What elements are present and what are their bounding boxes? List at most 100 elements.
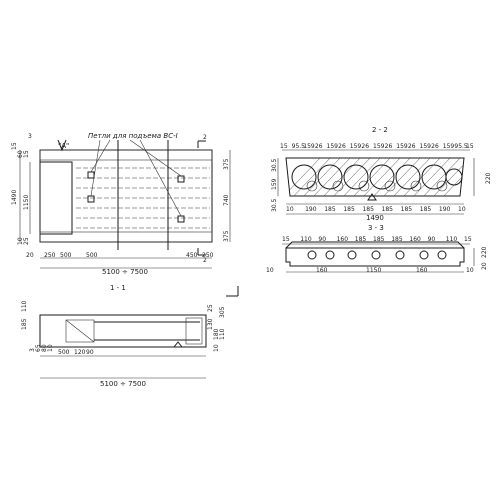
- s22-top-dim: 26: [408, 143, 416, 150]
- plan-length: 5100 ÷ 7500: [102, 268, 148, 276]
- s11-right-dim: 305: [219, 306, 226, 318]
- dim-left-total: 1490: [11, 190, 18, 205]
- s22-top-dim: 26: [361, 143, 369, 150]
- s22-top-dim: 15: [466, 143, 474, 150]
- hole: [307, 250, 317, 260]
- section-3-3-title: 3 - 3: [368, 224, 384, 232]
- s22-voids: [291, 164, 463, 192]
- dim-bottom: 500: [86, 252, 98, 259]
- void-circle: [445, 168, 463, 186]
- s33-right-dim: 20: [481, 262, 488, 270]
- s11-left-bottom-dim: 65: [35, 344, 42, 352]
- inner-ring: [358, 180, 370, 192]
- section-1-1-diag: [65, 319, 95, 343]
- dim-left-top-3: 15: [11, 142, 18, 150]
- s33-top-dim: 185: [391, 236, 403, 243]
- dim-right-3: 375: [223, 230, 230, 242]
- inner-ring: [384, 180, 396, 192]
- s22-bottom-dim: 10: [286, 206, 294, 213]
- plan-top-strip: [39, 149, 213, 161]
- s22-top-dim: 159: [420, 143, 432, 150]
- s11-bottom-dim: 90: [86, 349, 94, 356]
- s22-left-dim: 30.5: [271, 158, 278, 172]
- void-circle: [395, 164, 421, 190]
- s22-bottom-dim: 185: [401, 206, 413, 213]
- dim-right-1: 375: [223, 158, 230, 170]
- s11-bottom-dim: 120: [74, 349, 86, 356]
- inner-ring: [436, 180, 448, 192]
- section-3-3-outline: [285, 247, 465, 267]
- leader-line: [90, 139, 111, 173]
- void-circle: [343, 164, 369, 190]
- plan-view: Петли для подъема ВС-I "A" 3 2 2 1490 11…: [11, 132, 231, 276]
- s22-top-dim: 26: [315, 143, 323, 150]
- section-1-1-title: 1 - 1: [110, 284, 126, 292]
- plan-end-recess: [39, 161, 73, 235]
- s22-top-dim: 159: [443, 143, 455, 150]
- void-circle: [291, 164, 317, 190]
- s22-bottom-dim: 190: [439, 206, 451, 213]
- s22-top-dim: 159: [373, 143, 385, 150]
- lifting-loop: [87, 171, 95, 179]
- s33-bottom-dim: 1150: [366, 267, 381, 274]
- section-1-1-outline: [39, 314, 207, 348]
- s33-top-dim: 110: [446, 236, 458, 243]
- support-triangle: [172, 341, 184, 348]
- s33-top-dim: 160: [409, 236, 421, 243]
- s11-right-dim: 130: [207, 318, 214, 330]
- dim-bottom: 500: [60, 252, 72, 259]
- section-3-3-top-edge: [285, 241, 465, 249]
- s11-left-bottom-dim: 80: [41, 344, 48, 352]
- dim-left-top-1: 15: [23, 150, 30, 158]
- s33-holes: [307, 250, 447, 260]
- s11-length: 5100 ÷ 7500: [100, 380, 146, 388]
- s22-bottom-dim: 185: [324, 206, 336, 213]
- s33-top-dim: 185: [355, 236, 367, 243]
- s33-bottom-dim: 160: [316, 267, 328, 274]
- section-1-1-end-right: [185, 317, 203, 345]
- s33-top-dim: 90: [428, 236, 436, 243]
- s22-hatch: [286, 158, 464, 196]
- hole: [325, 250, 335, 260]
- s33-right-dim: 220: [481, 246, 488, 258]
- s33-top-dim: 110: [300, 236, 312, 243]
- view-a-arrow: [57, 139, 67, 152]
- view-a-label: "A": [58, 142, 69, 150]
- dim-left-top-2: 60: [17, 150, 24, 158]
- s22-bottom-dim: 185: [420, 206, 432, 213]
- leader-line: [90, 139, 101, 197]
- s22-top-dim: 95.5: [292, 143, 306, 150]
- hole: [437, 250, 447, 260]
- s33-bottom-dim: 10: [466, 267, 474, 274]
- s22-top-dim: 159: [396, 143, 408, 150]
- section-2-2-title: 2 - 2: [372, 126, 388, 134]
- s22-top-dim: 26: [385, 143, 393, 150]
- s11-left-bottom-dim: 10: [47, 344, 54, 352]
- s33-top-dim: 185: [373, 236, 385, 243]
- hole: [347, 250, 357, 260]
- dim-bottom: 250: [202, 252, 214, 259]
- s22-top-dim: 26: [431, 143, 439, 150]
- dim-bottom: 250: [44, 252, 56, 259]
- section-2-2-outline: [285, 157, 465, 197]
- s33-top-dim: 15: [282, 236, 290, 243]
- loops-note: Петли для подъема ВС-I: [88, 132, 178, 140]
- s22-bottom-dim: 190: [305, 206, 317, 213]
- s22-top-dim: 159: [303, 143, 315, 150]
- s22-left-dim: 159: [271, 178, 278, 190]
- hole: [371, 250, 381, 260]
- dim-left-bottom-2: 25: [23, 237, 30, 245]
- s22-right-dim: 220: [485, 172, 492, 184]
- s33-top-dim: 160: [337, 236, 349, 243]
- dim-left-bottom-1: 10: [17, 237, 24, 245]
- inner-ring: [332, 180, 344, 192]
- dim-right-2: 740: [223, 194, 230, 206]
- dim-left-inner: 1150: [23, 195, 30, 210]
- s33-bottom-dim: 10: [266, 267, 274, 274]
- dim-bottom: 20: [26, 252, 34, 259]
- s33-bottom-dim: 160: [416, 267, 428, 274]
- s11-right-dim: 180: [213, 328, 220, 340]
- s22-bottom-dim: 185: [362, 206, 374, 213]
